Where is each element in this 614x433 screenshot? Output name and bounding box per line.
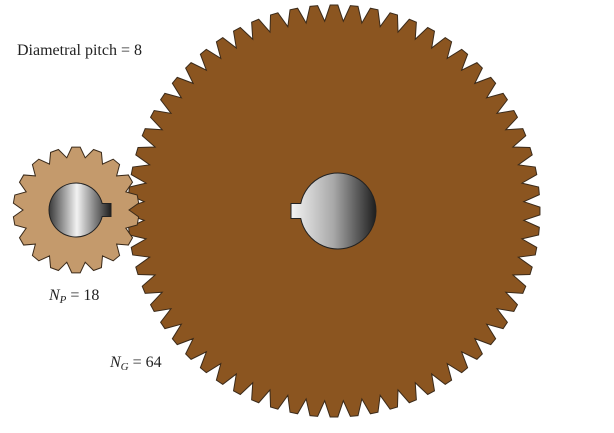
pinion-teeth-value: = 18 xyxy=(66,287,100,304)
pinion-teeth-subscript: P xyxy=(59,294,67,306)
pinion-bore xyxy=(48,182,112,238)
diametral-pitch-label: Diametral pitch = 8 xyxy=(17,42,142,59)
pinion-teeth-symbol: N xyxy=(49,287,60,304)
pinion xyxy=(12,146,140,274)
gear-teeth-label: NG = 64 xyxy=(110,354,162,376)
pinion-teeth-label: NP = 18 xyxy=(49,287,99,309)
gear-teeth-symbol: N xyxy=(110,354,121,371)
gear-bore xyxy=(290,172,377,250)
gear xyxy=(127,4,541,418)
gear-teeth-subscript: G xyxy=(120,361,129,373)
gear-teeth-value: = 64 xyxy=(128,354,162,371)
